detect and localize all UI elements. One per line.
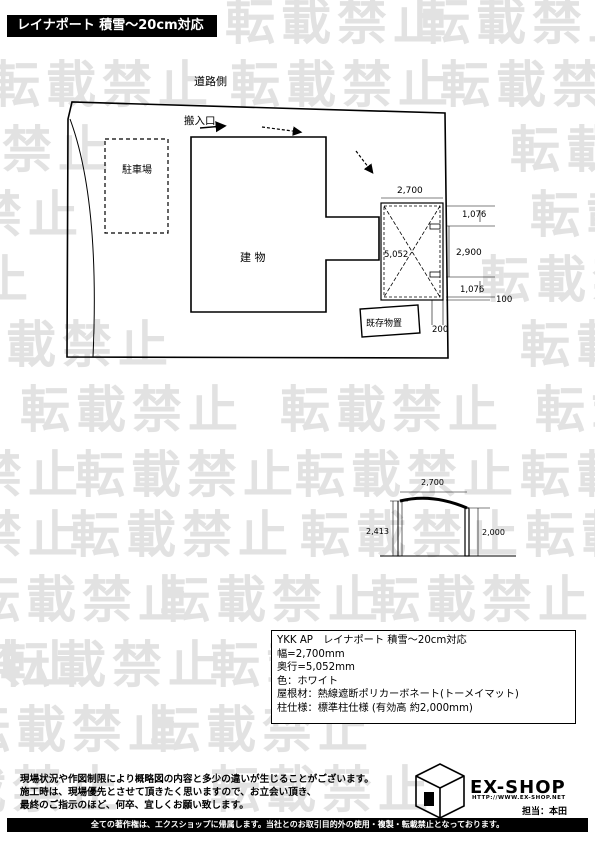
entrance-arrow [355, 150, 374, 174]
brand-url: HTTP://WWW.EX-SHOP.NET [472, 795, 566, 801]
spec-line: 柱仕様：標準柱仕様 (有効高 約2,000mm) [277, 702, 473, 714]
parking-label: 駐車場 [122, 165, 152, 176]
spec-line: 幅=2,700mm [277, 648, 345, 660]
copyright-footer: 全ての著作権は、エクスショップに帰属します。当社とのお取引目的外の使用・複製・転… [7, 818, 588, 832]
note-line: 施工時は、現場優先とさせて頂きたく思いますので、お立会い頂き、 [20, 787, 317, 798]
carport-inner [383, 205, 441, 298]
dim-width: 2,700 [397, 186, 423, 196]
road-label: 道路側 [194, 75, 227, 88]
brand-logo-icon [415, 763, 465, 819]
spec-line: 屋根材：熱線遮断ポリカーボネート(トーメイマット) [277, 689, 519, 700]
page-title: レイナポート 積雪～20cm対応 [7, 15, 217, 37]
brand-name: EX-SHOP [470, 777, 566, 798]
building-outline [190, 136, 380, 313]
storage-shed [359, 304, 421, 338]
building-label: 建 物 [240, 251, 266, 264]
parking-area [104, 138, 169, 234]
spec-box: YKK AP レイナポート 積雪～20cm対応 幅=2,700mm 奥行=5,0… [271, 630, 576, 724]
elev-max-height: 2,413 [366, 527, 389, 536]
spec-line: YKK AP レイナポート 積雪～20cm対応 [277, 635, 467, 646]
dim-inner: 2,900 [456, 248, 482, 258]
elev-post-height: 2,000 [482, 528, 505, 537]
contact-person: 担当：本田 [522, 807, 568, 817]
dim-offset-bottom: 1,076 [460, 285, 485, 295]
carport-outline [380, 202, 444, 301]
entrance-label: 搬入口 [184, 115, 216, 127]
carport-post [429, 223, 441, 230]
dim-margin-100: 100 [496, 295, 513, 305]
dim-margin-200: 200 [432, 325, 449, 335]
entrance-arrow [199, 121, 227, 133]
note-line: 現場状況や作図制限により概略図の内容と多少の違いが生じることがございます。 [20, 774, 374, 785]
dim-depth: 5,052 [384, 250, 409, 260]
notes-block: 現場状況や作図制限により概略図の内容と多少の違いが生じることがございます。 施工… [20, 773, 374, 812]
boundary-curve [69, 118, 95, 358]
dim-offset-top: 1,076 [462, 210, 487, 220]
note-line: 最終のご指示のほど、何卒、宜しくお願い致します。 [20, 800, 249, 811]
spec-line: 色：ホワイト [277, 675, 339, 687]
entrance-arrow [261, 126, 303, 136]
spec-line: 奥行=5,052mm [277, 662, 355, 673]
elevation-diagram [380, 491, 516, 557]
elev-width: 2,700 [421, 478, 444, 487]
storage-label: 既存物置 [366, 319, 403, 329]
carport-post [429, 271, 441, 278]
site-boundary [66, 101, 449, 359]
